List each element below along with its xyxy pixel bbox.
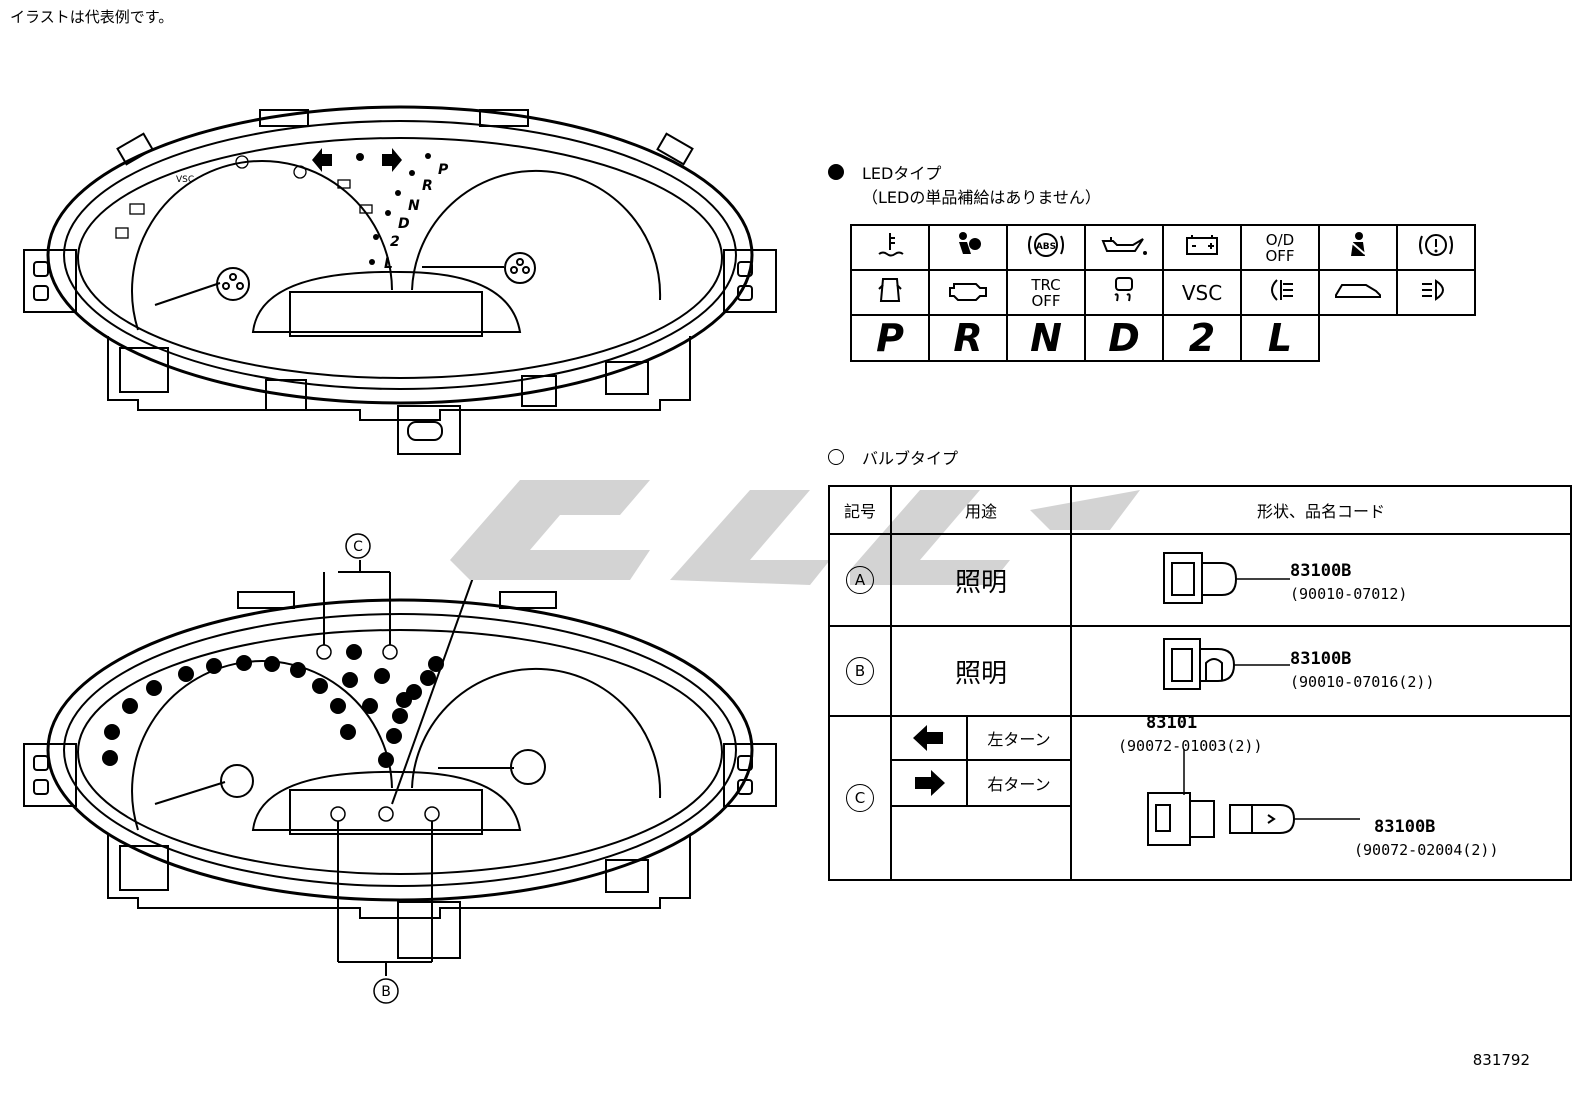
door-ajar-car-icon — [1318, 269, 1398, 316]
gear-label-n: N — [408, 198, 420, 214]
brake-warning-icon — [1396, 224, 1476, 271]
door-open-icon — [850, 269, 930, 316]
tachometer-dial — [411, 169, 662, 301]
outer-housing — [46, 105, 754, 405]
filled-dot-icon — [828, 164, 844, 180]
bulb-legend: バルブタイプ — [828, 445, 958, 469]
callout-c: C — [353, 539, 363, 555]
gear-d-icon: D — [1084, 314, 1164, 362]
led-legend-subtitle: （LEDの単品補給はありません） — [862, 188, 1101, 207]
airbag-icon — [928, 224, 1008, 271]
left-turn-arrow-icon — [892, 717, 966, 759]
part-c-socket: 83101 — [1146, 713, 1198, 733]
callout-b: B — [381, 984, 391, 1000]
hollow-dot-icon — [828, 449, 844, 465]
bulb-a-icon — [1163, 552, 1290, 604]
left-turn-label: 左ターン — [987, 730, 1051, 749]
led-legend: LEDタイプ — [828, 160, 941, 184]
skid-icon — [1084, 269, 1164, 316]
cluster-top-drawing: P R N D 2 L VSC — [23, 105, 777, 455]
gear-l-icon: L — [1240, 314, 1320, 362]
speedometer-dial — [131, 159, 393, 331]
header-symbol: 記号 — [843, 502, 876, 521]
use-b: 照明 — [954, 658, 1007, 689]
symbol-a: A — [846, 566, 874, 594]
illustration-note: イラストは代表例です。 — [10, 8, 174, 26]
vsc-indicator-label: VSC — [176, 175, 194, 185]
left-mount-bracket — [23, 249, 77, 313]
abs-label: ABS — [1036, 242, 1056, 252]
rear-fog-icon — [1240, 269, 1320, 316]
led-icon-table: ABS O/D OFF — [850, 224, 1476, 362]
right-turn-label: 右ターン — [987, 775, 1051, 794]
bulb-table: 記号 用途 形状、品名コード A 照明 83100B (90010-07012)… — [828, 485, 1572, 881]
bulb-c-icon — [1147, 749, 1360, 846]
symbol-c: C — [846, 784, 874, 812]
gear-r-icon: R — [928, 314, 1008, 362]
abs-icon: ABS — [1006, 224, 1086, 271]
header-use: 用途 — [964, 502, 997, 521]
right-turn-icon — [382, 148, 402, 172]
odometer-lcd — [289, 291, 483, 337]
use-a: 照明 — [954, 567, 1007, 598]
high-beam-icon — [1396, 269, 1476, 316]
gear-label-p: P — [438, 162, 449, 178]
led-legend-title: LEDタイプ — [862, 164, 942, 183]
gear-label-2: 2 — [390, 234, 400, 250]
left-turn-icon — [312, 148, 332, 172]
part-b: 83100B — [1290, 649, 1352, 669]
gear-label-l: L — [384, 256, 393, 272]
check-engine-icon — [928, 269, 1008, 316]
od-off-icon: O/D OFF — [1240, 224, 1320, 271]
right-turn-arrow-icon — [892, 761, 966, 805]
code-a: (90010-07012) — [1290, 585, 1408, 603]
oil-pressure-icon — [1084, 224, 1164, 271]
code-c-bulb: (90072-02004(2)) — [1354, 841, 1499, 859]
cluster-bottom-drawing: C A B — [23, 533, 777, 1004]
gear-label-d: D — [398, 216, 410, 232]
symbol-b: B — [846, 657, 874, 685]
part-a: 83100B — [1290, 561, 1352, 581]
battery-icon — [1162, 224, 1242, 271]
water-temp-icon — [850, 224, 930, 271]
trc-off-icon: TRC OFF — [1006, 269, 1086, 316]
gear-label-r: R — [422, 178, 433, 194]
seatbelt-icon — [1318, 224, 1398, 271]
gear-p-icon: P — [850, 314, 930, 362]
gear-n-icon: N — [1006, 314, 1086, 362]
gear-2-icon: 2 — [1162, 314, 1242, 362]
right-mount-bracket — [723, 249, 777, 313]
code-c-socket: (90072-01003(2)) — [1118, 737, 1263, 755]
code-b: (90010-07016(2)) — [1290, 673, 1435, 691]
vsc-icon: VSC — [1162, 269, 1242, 316]
bulb-legend-title: バルブタイプ — [862, 449, 959, 468]
image-code: 831792 — [1472, 1051, 1530, 1069]
header-shape-code: 形状、品名コード — [1256, 502, 1385, 521]
part-c-bulb: 83100B — [1374, 817, 1436, 837]
bulb-b-icon — [1163, 638, 1290, 690]
